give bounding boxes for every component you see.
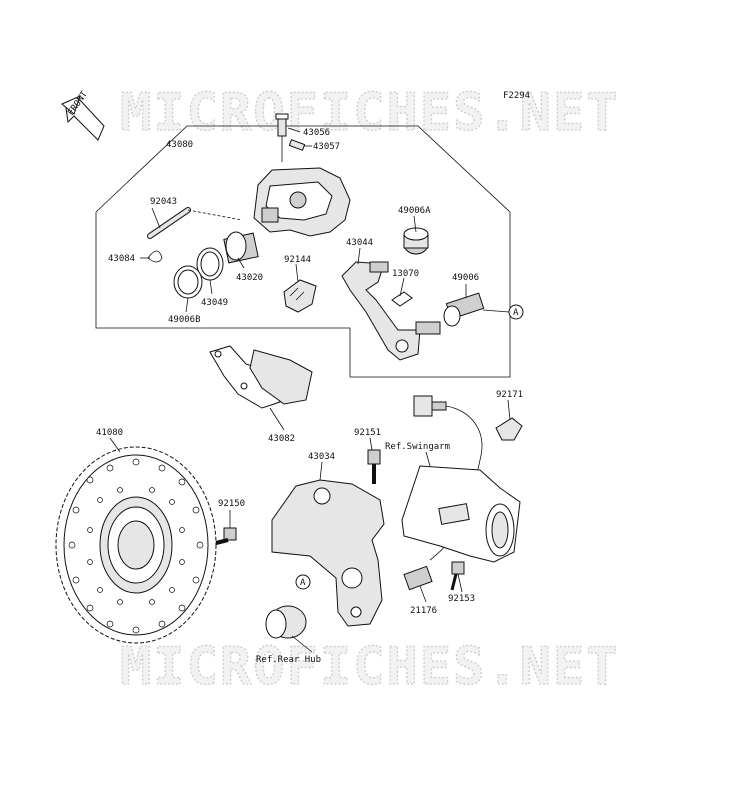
part-label-43056[interactable]: 43056	[303, 128, 330, 138]
caliper-bracket	[341, 261, 441, 361]
caliper-pin	[147, 207, 243, 239]
callout-a-top-label: A	[513, 308, 519, 318]
sensor-clamp	[495, 417, 523, 441]
caliper-piston	[223, 231, 259, 264]
part-label-49006[interactable]: 49006	[452, 273, 479, 283]
callout-a-bottom-label: A	[300, 578, 306, 588]
rear-hub-collar	[265, 605, 307, 639]
part-label-43084[interactable]: 43084	[108, 254, 135, 264]
pin-clip	[147, 250, 163, 263]
callout-a-bottom	[295, 574, 311, 590]
leader-lines	[109, 127, 511, 653]
figure-code: F2294	[503, 91, 530, 101]
part-label-92171[interactable]: 92171	[496, 390, 523, 400]
pin-sleeve-49006	[443, 292, 485, 327]
bleeder-valve	[275, 113, 289, 162]
part-label-43044[interactable]: 43044	[346, 238, 373, 248]
boot-49006a	[403, 227, 429, 255]
part-label-43049[interactable]: 43049	[201, 298, 228, 308]
part-label-92153[interactable]: 92153	[448, 594, 475, 604]
caliper-body	[253, 167, 351, 237]
part-label-43020[interactable]: 43020	[236, 273, 263, 283]
bleeder-cap	[288, 139, 306, 151]
brake-pads	[209, 345, 313, 409]
part-label-49006A[interactable]: 49006A	[398, 206, 431, 216]
watermark-top: MICROFICHES.NET	[120, 83, 620, 143]
part-label-41080[interactable]: 41080	[96, 428, 123, 438]
clip-13070	[391, 291, 413, 307]
part-label-92043[interactable]: 92043	[150, 197, 177, 207]
ref-rear-hub-label: Ref.Rear Hub	[256, 655, 321, 665]
bolt-92153	[450, 561, 465, 591]
part-label-43082[interactable]: 43082	[268, 434, 295, 444]
caliper-holder	[271, 479, 385, 627]
watermark-bottom: MICROFICHES.NET	[120, 637, 620, 697]
dust-seal	[173, 265, 203, 299]
ref-swingarm-label: Ref.Swingarm	[385, 442, 450, 452]
part-label-13070[interactable]: 13070	[392, 269, 419, 279]
part-label-43057[interactable]: 43057	[313, 142, 340, 152]
caliper-assembly-box	[95, 125, 511, 378]
part-label-21176[interactable]: 21176	[410, 606, 437, 616]
part-label-92150[interactable]: 92150	[218, 499, 245, 509]
front-arrow-icon: FRONT	[61, 89, 105, 141]
pad-spring	[283, 279, 317, 313]
part-label-43080[interactable]: 43080	[166, 140, 193, 150]
brake-disc	[55, 446, 217, 644]
part-label-49006B[interactable]: 49006B	[168, 315, 201, 325]
part-label-92144[interactable]: 92144	[284, 255, 311, 265]
part-label-92151[interactable]: 92151	[354, 428, 381, 438]
bolt-92151	[367, 449, 381, 484]
swingarm-ref	[401, 465, 521, 563]
part-label-43034[interactable]: 43034	[308, 452, 335, 462]
